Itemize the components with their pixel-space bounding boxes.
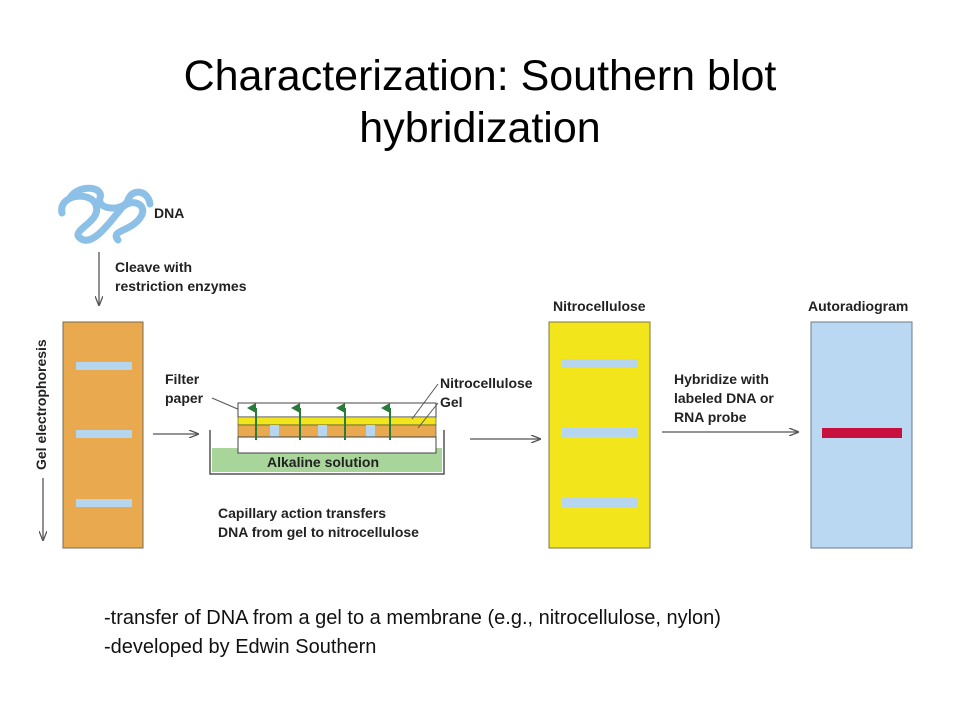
cleave-label-line-1: Cleave with <box>115 259 192 275</box>
hybridize-label-line-3: RNA probe <box>674 409 747 425</box>
filter-paper-layer <box>237 402 437 418</box>
hybridize-label-line-2: labeled DNA or <box>674 390 774 406</box>
gel-pointer <box>417 402 439 429</box>
blot-apparatus: Alkaline solution <box>209 402 445 475</box>
tray <box>209 430 445 475</box>
nitro-band-3 <box>562 498 638 507</box>
stack-band-2 <box>318 425 327 437</box>
nitro-band-2 <box>562 428 638 437</box>
filter-paper-pointer <box>211 397 241 411</box>
filter-paper-label-line-2: paper <box>165 390 204 406</box>
dna-label: DNA <box>154 205 184 221</box>
filter-paper-label-line-1: Filter <box>165 371 200 387</box>
capillary-label-line-2: DNA from gel to nitrocellulose <box>218 524 419 540</box>
title-line-2: hybridization <box>359 104 601 152</box>
capillary-label-line-1: Capillary action transfers <box>218 505 386 521</box>
stack-band-3 <box>366 425 375 437</box>
filter-paper-bottom <box>237 436 437 454</box>
stack-band-1 <box>270 425 279 437</box>
hybridize-label-line-1: Hybridize with <box>674 371 769 387</box>
gel-band-3 <box>76 499 132 507</box>
notes: -transfer of DNA from a gel to a membran… <box>104 604 721 662</box>
nitro-pointer <box>411 383 439 420</box>
cleave-label-line-2: restriction enzymes <box>115 278 247 294</box>
nitrocellulose-panel-label: Nitrocellulose <box>553 298 646 314</box>
stack-nitrocellulose-label: Nitrocellulose <box>440 375 533 391</box>
gel-electrophoresis-label: Gel electrophoresis <box>33 339 49 470</box>
note-line-2: -developed by Edwin Southern <box>104 636 377 658</box>
nitro-band-1 <box>562 359 638 368</box>
note-line-1: -transfer of DNA from a gel to a membran… <box>104 607 721 629</box>
gel-band-2 <box>76 430 132 438</box>
alkaline-solution-label: Alkaline solution <box>267 454 379 470</box>
stack-gel-label: Gel <box>440 394 463 410</box>
gel-layer <box>237 424 437 438</box>
autoradiogram-panel-label: Autoradiogram <box>808 298 908 314</box>
slide-title: Characterization: Southern blot hybridiz… <box>0 50 960 154</box>
probe-band <box>822 428 902 438</box>
title-line-1: Characterization: Southern blot <box>183 52 777 100</box>
nitrocellulose-layer <box>237 416 437 426</box>
gel-band-1 <box>76 362 132 370</box>
dna-coil-icon <box>58 184 154 244</box>
